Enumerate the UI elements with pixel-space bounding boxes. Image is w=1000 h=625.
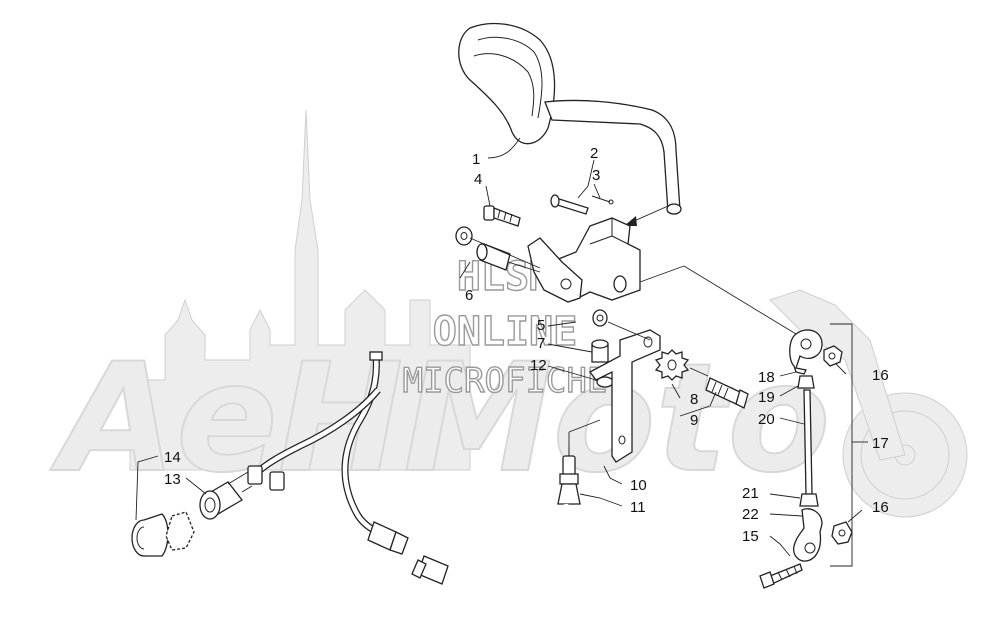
indicator-light: [199, 481, 253, 520]
cotter-pin: [591, 195, 614, 205]
callout-16a: 16: [872, 367, 889, 384]
switch-cable: [447, 503, 569, 590]
callout-11: 11: [630, 499, 646, 516]
callout-12: 12: [530, 357, 547, 374]
callout-4: 4: [474, 171, 482, 188]
reverse-switch: [557, 446, 581, 505]
assembly-arrow: [624, 205, 669, 226]
callout-22: 22: [742, 506, 759, 523]
callout-8: 8: [690, 391, 698, 408]
callout-1: 1: [472, 151, 480, 168]
reverse-handle-lever: [458, 22, 682, 215]
bracket-bolt: [705, 377, 749, 409]
callout-17: 17: [872, 435, 889, 452]
callout-18: 18: [758, 369, 775, 386]
callout-19: 19: [758, 389, 775, 406]
bushing-spacer: [476, 243, 511, 271]
callout-13: 13: [164, 471, 181, 488]
callout-16b: 16: [872, 499, 889, 516]
pivot-washer: [592, 309, 608, 327]
assembly-bracket-17: [830, 323, 868, 567]
callout-10: 10: [630, 477, 647, 494]
callout-15: 15: [742, 528, 759, 545]
cable-connector: [411, 555, 449, 585]
callout-7: 7: [537, 335, 545, 352]
watermark-brand-text: AeHMoto: [50, 332, 830, 506]
linkage-rod-assembly: [759, 329, 853, 589]
bolt: [483, 205, 521, 227]
watermark-line3: MICROFICHE: [403, 361, 608, 401]
callout-9: 9: [690, 412, 698, 429]
indicator-light-bezel: [131, 511, 195, 557]
lever-bracket: [527, 217, 641, 303]
assembly-guide-lines: [227, 237, 797, 485]
callout-20: 20: [758, 411, 775, 428]
leader-lines: [135, 137, 863, 557]
callout-2: 2: [590, 145, 598, 162]
pivot-bushing: [591, 339, 614, 388]
callout-3: 3: [592, 167, 600, 184]
callout-5: 5: [537, 317, 545, 334]
watermark-skyline: [129, 109, 471, 471]
watermark-background: AeHMoto HLSM ONLINE MICROFICHE: [49, 109, 968, 518]
clevis-pin: [550, 194, 589, 215]
watermark-line2: ONLINE: [433, 309, 578, 355]
washer: [455, 226, 473, 246]
callout-6: 6: [465, 287, 473, 304]
callout-21: 21: [742, 485, 759, 502]
wiring-harness: [247, 351, 409, 555]
callout-labels: 1 2 3 4 5 6 7 8 9 10 11 12 13 14 15 16 1…: [164, 145, 889, 545]
cable-bracket-plate: [589, 329, 661, 463]
callout-14: 14: [164, 449, 181, 466]
star-washer: [654, 349, 690, 381]
